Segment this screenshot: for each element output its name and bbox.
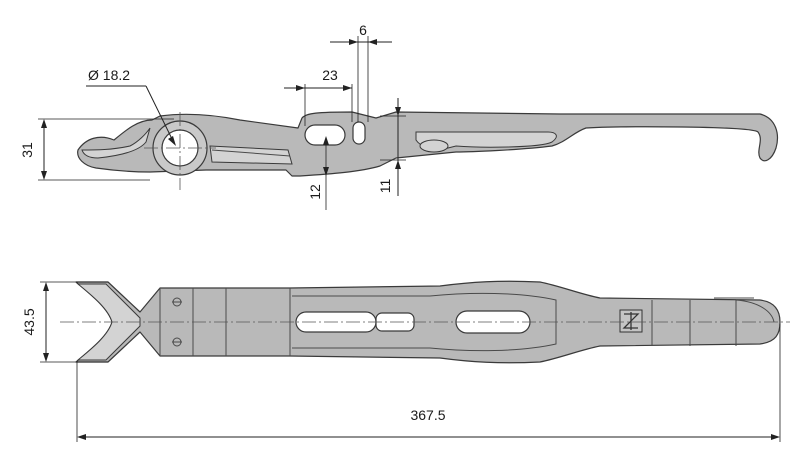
plan-tip-edge [735, 299, 775, 323]
dim-31-arrow-bottom [41, 171, 47, 180]
dim-11-label: 11 [377, 179, 393, 194]
dim-length-arrow-right [771, 434, 780, 440]
dim-6-arrow-right [368, 39, 377, 45]
dim-43-arrow-top [43, 282, 49, 291]
dim-12-arrow-top [323, 136, 329, 145]
slot-hole-small [352, 121, 366, 145]
dim-12-label: 12 [307, 184, 323, 200]
dim-23-arrow-left [296, 85, 305, 91]
dim-length-label: 367.5 [410, 407, 445, 423]
plan-view [60, 280, 790, 364]
dim-43-arrow-bottom [43, 353, 49, 362]
dim-23-label: 23 [322, 67, 338, 83]
side-view-jaw [81, 127, 151, 159]
side-view-dimensions: 31 Ø 18.2 23 6 12 11 [19, 22, 406, 210]
rib-hatch [211, 149, 291, 157]
dim-diameter-leader [145, 85, 174, 142]
dim-12-arrow-bottom [323, 167, 329, 176]
side-view-boss [419, 139, 449, 153]
dim-31-label: 31 [19, 142, 35, 158]
plan-logo [619, 309, 643, 333]
dim-23-arrow-right [343, 85, 352, 91]
side-view [77, 111, 779, 190]
dim-diameter-label: Ø 18.2 [88, 67, 130, 83]
plan-view-dimensions: 43.5 367.5 [21, 281, 781, 442]
side-view-rib [209, 145, 293, 165]
dim-6-label: 6 [359, 22, 367, 38]
dim-diameter-arrow [168, 136, 176, 146]
dim-length-arrow-left [77, 434, 86, 440]
dim-43-label: 43.5 [21, 308, 37, 335]
dim-11-arrow-bottom [395, 160, 401, 169]
dim-6-arrow-left [349, 39, 358, 45]
dim-31-arrow-top [41, 119, 47, 128]
dim-11-arrow-top [395, 107, 401, 116]
